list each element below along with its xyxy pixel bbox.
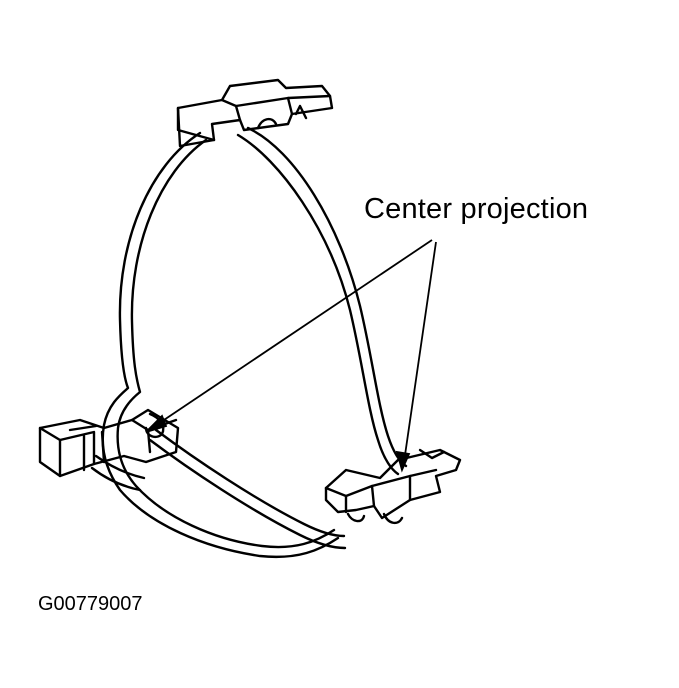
wire-band-inner-right xyxy=(246,126,408,468)
callout-leaders xyxy=(145,239,437,473)
top-connector xyxy=(176,78,334,148)
wire-under-left-connector xyxy=(90,466,142,492)
wire-band-lower-inner xyxy=(154,428,346,538)
wire-band-outer-left xyxy=(101,131,340,559)
wire-band-lower xyxy=(148,438,347,550)
leader-line-right xyxy=(403,241,437,463)
callout-label: Center projection xyxy=(364,193,589,225)
wire-band-inner-left xyxy=(116,138,336,549)
left-connector xyxy=(38,408,180,478)
right-connector xyxy=(324,448,462,525)
leader-line-left xyxy=(151,239,433,429)
figure-id: G00779007 xyxy=(38,593,143,615)
wire-under-left-connector-2 xyxy=(94,454,146,480)
wire-band-outer-right xyxy=(236,133,400,476)
arrowhead-right xyxy=(395,450,411,473)
arrowhead-left xyxy=(145,414,168,433)
